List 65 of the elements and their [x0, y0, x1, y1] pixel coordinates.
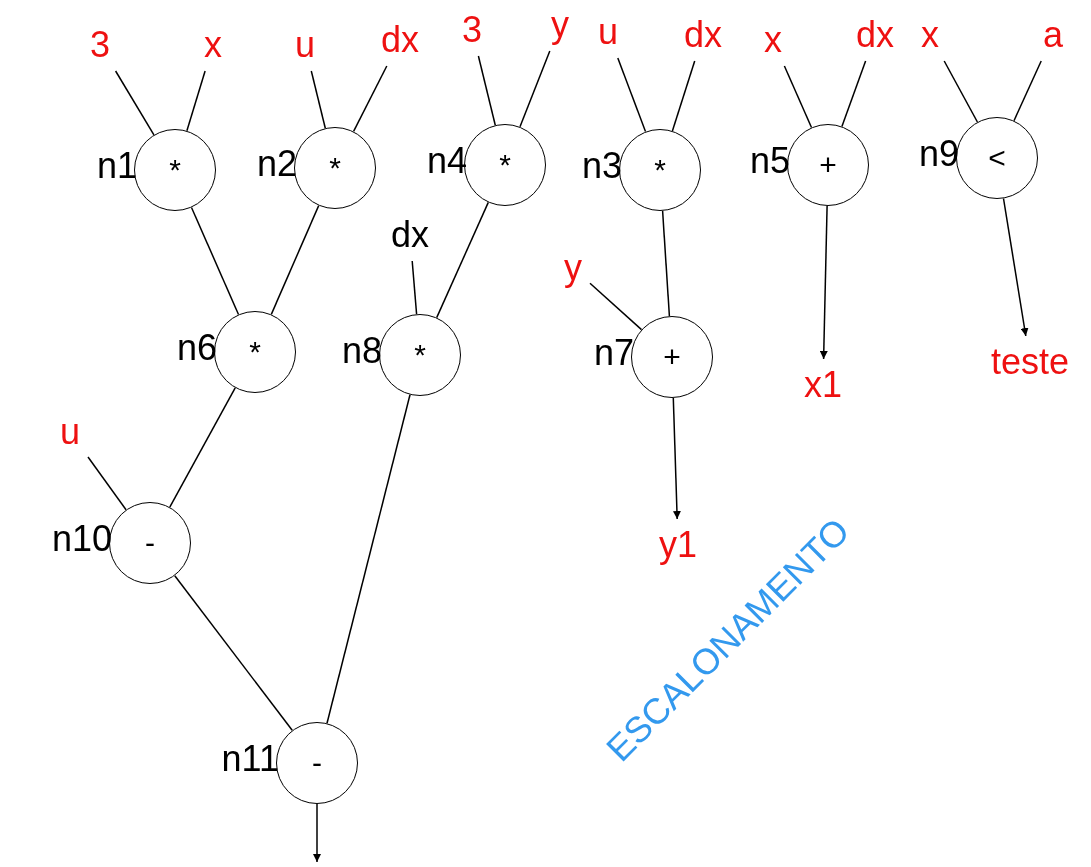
connector-line: [671, 60, 696, 132]
connector-line: [190, 206, 240, 316]
variable-label: x: [921, 17, 939, 53]
node-name: n4: [426, 142, 467, 179]
node-name: n9: [918, 135, 959, 172]
variable-label: u: [598, 14, 618, 50]
connector-line: [477, 55, 497, 126]
operator-symbol: *: [414, 340, 426, 370]
variable-label: 3: [90, 27, 110, 63]
connector-line: [435, 201, 490, 319]
connector-line: [270, 204, 320, 316]
node-name: n7: [593, 334, 634, 371]
variable-label: x: [204, 27, 222, 63]
node-name: n11: [221, 740, 279, 777]
arrow: [1002, 197, 1029, 337]
arrow: [672, 397, 681, 520]
operator-symbol: -: [312, 748, 322, 778]
operator-symbol: -: [145, 528, 155, 558]
operator-symbol: *: [169, 155, 181, 185]
variable-label: y: [551, 7, 569, 43]
connector-line: [1013, 60, 1042, 122]
variable-label: teste: [991, 344, 1069, 380]
arrow: [313, 803, 321, 863]
operator-symbol: *: [249, 337, 261, 367]
variable-label: dx: [856, 17, 894, 53]
connector-line: [186, 70, 206, 132]
variable-label: u: [295, 27, 315, 63]
variable-label: dx: [381, 22, 419, 58]
connector-line: [352, 65, 388, 133]
connector-line: [661, 210, 671, 317]
node-name: n6: [176, 329, 217, 366]
connector-line: [326, 394, 411, 724]
operator-symbol: <: [988, 143, 1006, 173]
arrow: [819, 205, 828, 360]
variable-label: x: [764, 22, 782, 58]
connector-line: [943, 60, 979, 123]
connector-line: [589, 282, 643, 331]
connector-line: [617, 57, 647, 133]
connector-line: [169, 387, 236, 508]
connector-line: [519, 50, 551, 128]
variable-label: a: [1043, 17, 1063, 53]
connector-line: [114, 70, 155, 136]
connector-line: [87, 456, 127, 511]
variable-label: u: [60, 414, 80, 450]
variable-label: y: [564, 250, 582, 286]
node-name: n8: [341, 332, 382, 369]
operator-symbol: +: [819, 150, 837, 180]
variable-label: 3: [462, 12, 482, 48]
operator-symbol: +: [663, 342, 681, 372]
node-name: n5: [749, 142, 790, 179]
connector-line: [174, 574, 293, 732]
node-name: n10: [51, 520, 112, 557]
connector-line: [310, 70, 327, 129]
node-name: n2: [256, 145, 297, 182]
operator-symbol: *: [654, 155, 666, 185]
connector-line: [841, 60, 867, 128]
operator-symbol: *: [499, 150, 511, 180]
variable-label: dx: [684, 17, 722, 53]
node-name: n1: [96, 147, 137, 184]
variable-label: dx: [391, 217, 429, 253]
variable-label: x1: [804, 367, 842, 403]
connector-line: [411, 260, 418, 315]
operator-symbol: *: [329, 153, 341, 183]
connector-line: [783, 65, 813, 129]
node-name: n3: [581, 147, 622, 184]
